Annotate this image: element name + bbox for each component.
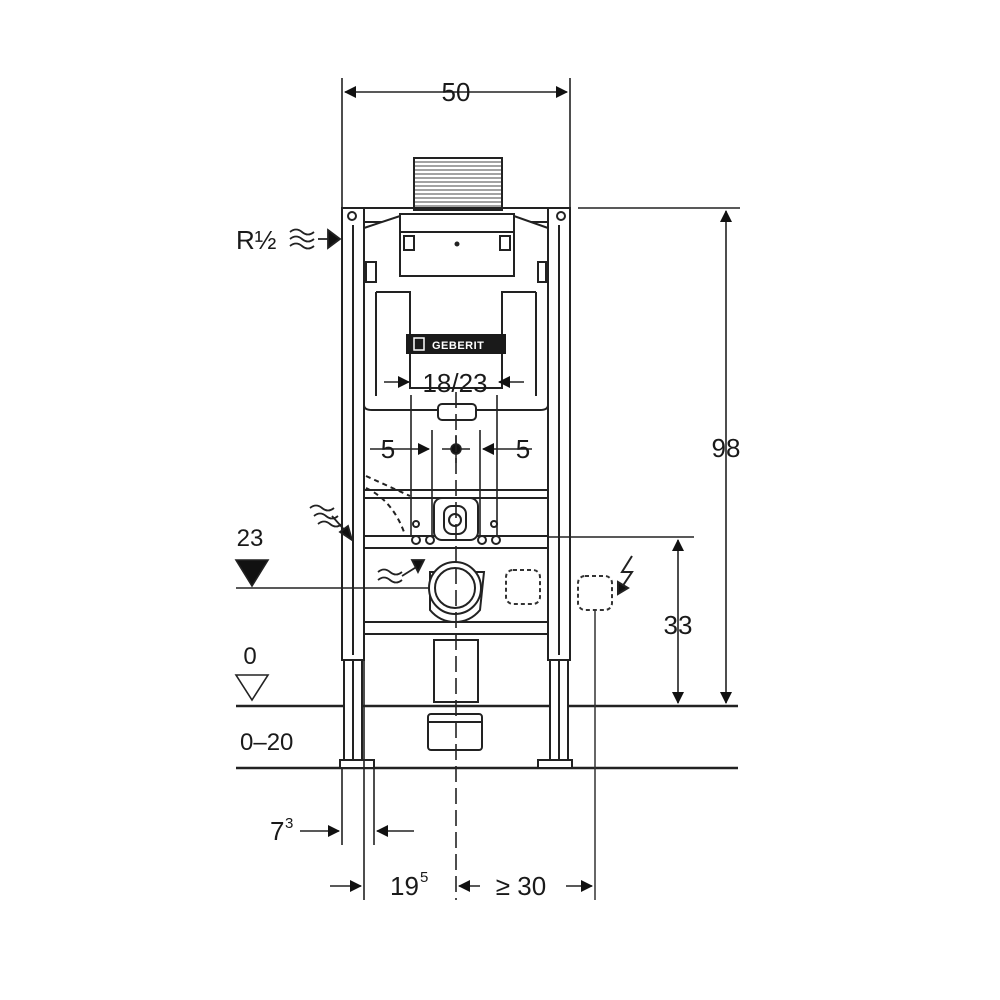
- frame-left-foot: [339, 759, 375, 769]
- frame-right-foot: [537, 759, 573, 769]
- waste-pipe-end: [427, 713, 483, 751]
- mounting-hole-right: [556, 211, 566, 221]
- waste-outlet-bend: [428, 561, 482, 615]
- brand-text: GEBERIT: [432, 340, 484, 352]
- dim-flush-plate-label: 18/23: [422, 368, 487, 398]
- flush-pipe-connection: [365, 475, 479, 541]
- dimension-labels: 50 98 33 18/23 5 5 23 0 0–20 R½ 7 3 19 5…: [236, 77, 740, 901]
- mounting-hole-left: [347, 211, 357, 221]
- dimension-lines: [234, 78, 740, 900]
- dim-fixing-right-label: 5: [516, 434, 530, 464]
- electrical-connection-icon: [617, 555, 634, 596]
- cistern: [363, 157, 549, 421]
- min-clearance-label: ≥ 30: [496, 871, 546, 901]
- cistern-inspection-grille: [413, 157, 503, 211]
- axis-distance-sup: 5: [420, 869, 428, 886]
- power-box-inner: [505, 569, 541, 605]
- level-0-marker: [234, 674, 270, 702]
- axis-distance-label: 19: [390, 871, 419, 901]
- foot-offset-sup: 3: [285, 815, 293, 832]
- foot-offset-label: 7: [270, 816, 284, 846]
- level-23-marker: [234, 559, 270, 588]
- dim-outlet-height-label: 33: [664, 610, 693, 640]
- flush-water-icon: [309, 504, 354, 543]
- electrical-boxes: [505, 569, 613, 900]
- water-supply-icon: [289, 228, 342, 250]
- power-box-outer: [577, 575, 613, 611]
- drain-flow-icon: [377, 559, 426, 584]
- installation-frame: [339, 207, 573, 769]
- geberit-logo: GEBERIT: [406, 334, 506, 354]
- floor-adjust-label: 0–20: [240, 729, 293, 756]
- dim-fixing-left-label: 5: [381, 434, 395, 464]
- dim-width-label: 50: [442, 77, 471, 107]
- dim-height-label: 98: [712, 433, 741, 463]
- floor-lines: [236, 704, 738, 770]
- fixing-bolt-holes: [411, 520, 501, 545]
- floor-level-label: 0: [243, 643, 256, 670]
- supply-level-label: 23: [237, 525, 264, 552]
- connection-r-half-label: R½: [236, 225, 276, 255]
